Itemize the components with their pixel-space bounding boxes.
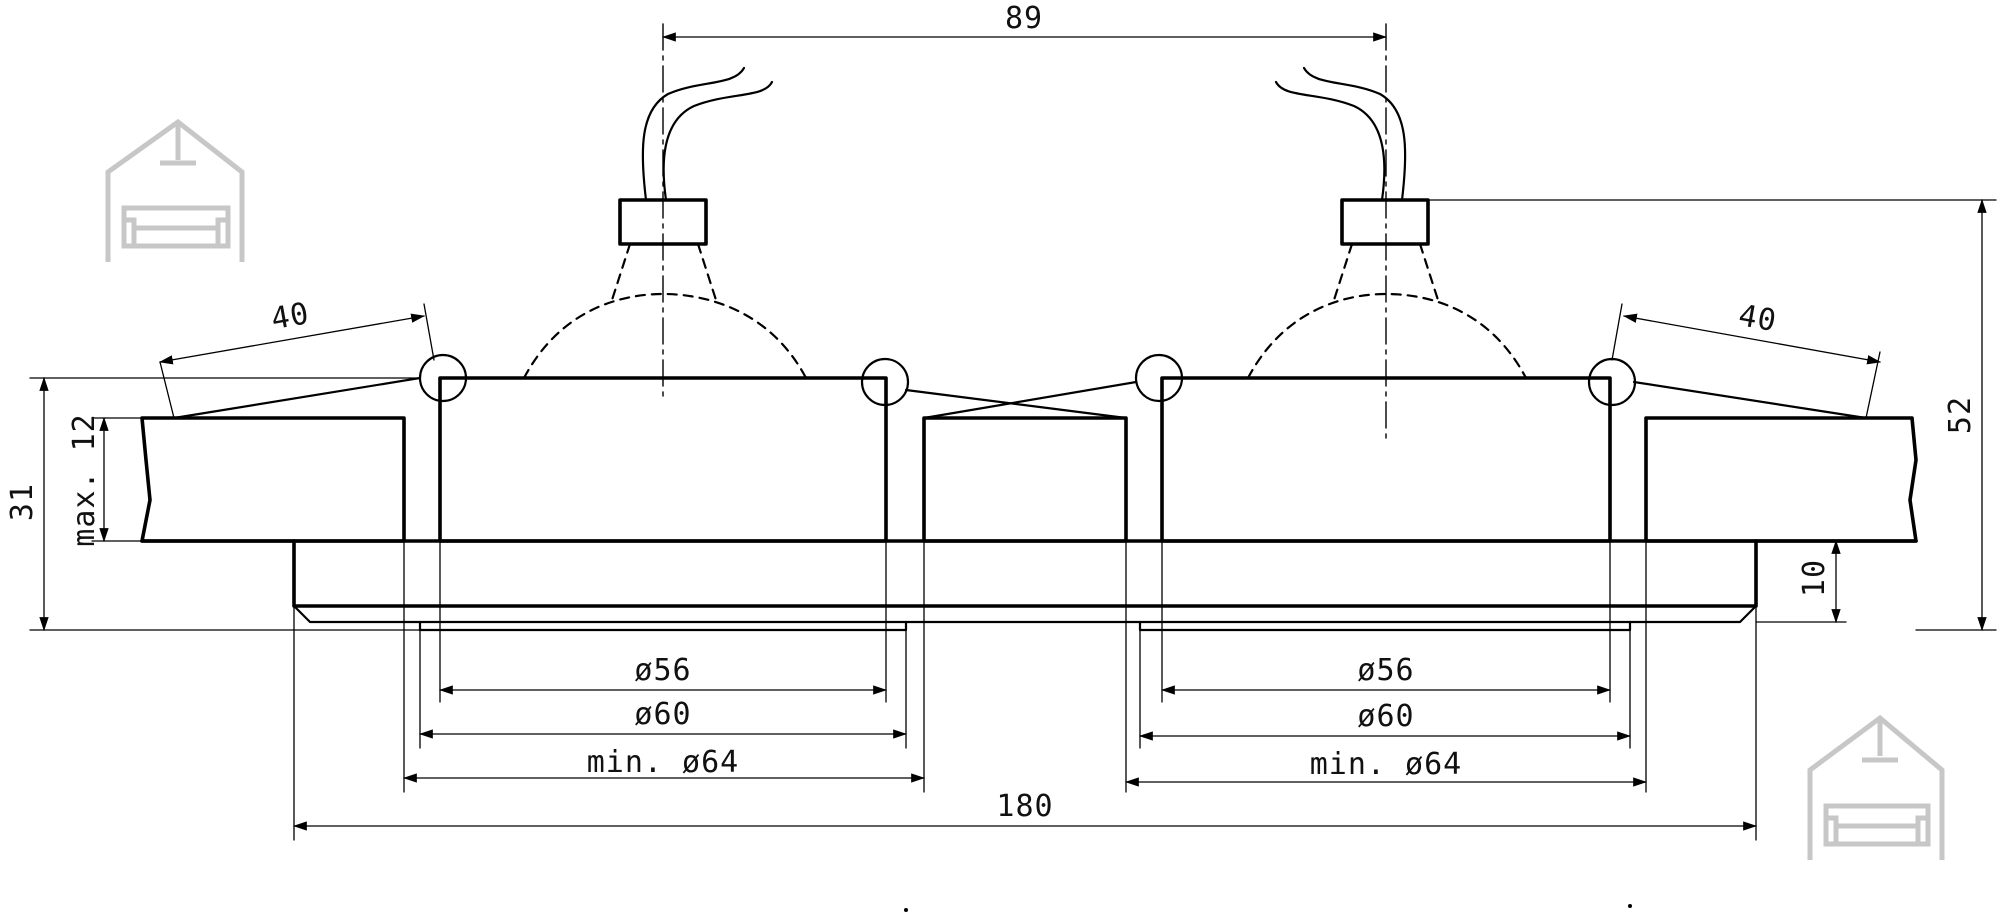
lamp-left-internals <box>522 23 808 401</box>
left-d60-label: ø60 <box>634 697 691 732</box>
right-cutout-label: min. ø64 <box>1310 747 1463 782</box>
ceiling-section-left <box>140 416 406 543</box>
dimensions-left-lamp: ø56 ø60 min. ø64 <box>402 653 926 783</box>
tilt-right-label: 40 <box>1736 298 1780 339</box>
lamp-right-internals <box>1246 23 1528 441</box>
ceiling-max-label: max. 12 <box>67 413 102 546</box>
spacing-label: 89 <box>1005 1 1043 36</box>
bezel-plate <box>140 539 1918 632</box>
bezel-label: 10 <box>1797 559 1832 597</box>
logo-top-left <box>105 118 245 262</box>
spring-clips <box>172 353 1868 420</box>
dimension-ceiling-thickness: max. 12 <box>67 413 143 547</box>
total-height-label: 52 <box>1943 396 1978 434</box>
dimension-spacing: 89 <box>661 1 1388 42</box>
stray-dot <box>904 908 908 912</box>
dimensions-right-lamp: ø56 ø60 min. ø64 <box>1124 653 1648 787</box>
extension-lines <box>293 540 1757 841</box>
ceiling-section-right <box>1644 416 1918 543</box>
protrusion-label: 31 <box>5 483 40 521</box>
lamp-housing-left <box>438 376 888 543</box>
dimension-protrusion: 31 <box>5 376 421 632</box>
ceiling-section-center <box>922 416 1128 543</box>
house-sofa-logo-icon <box>1807 714 1945 860</box>
house-sofa-logo-icon <box>105 118 245 262</box>
left-cutout-label: min. ø64 <box>587 745 740 780</box>
dimension-tilt-left: 40 <box>158 296 435 419</box>
total-width-label: 180 <box>996 789 1053 824</box>
stray-dot <box>1628 904 1632 908</box>
logo-bottom-right <box>1807 714 1945 860</box>
dimension-bezel-height: 10 <box>1755 539 1847 624</box>
left-d56-label: ø56 <box>634 653 691 688</box>
dimension-total-height: 52 <box>1427 198 1997 632</box>
dimension-tilt-right: 40 <box>1611 298 1882 419</box>
right-d56-label: ø56 <box>1357 653 1414 688</box>
dimension-total-width: 180 <box>292 789 1758 831</box>
tilt-left-label: 40 <box>269 296 313 337</box>
right-d60-label: ø60 <box>1357 699 1414 734</box>
